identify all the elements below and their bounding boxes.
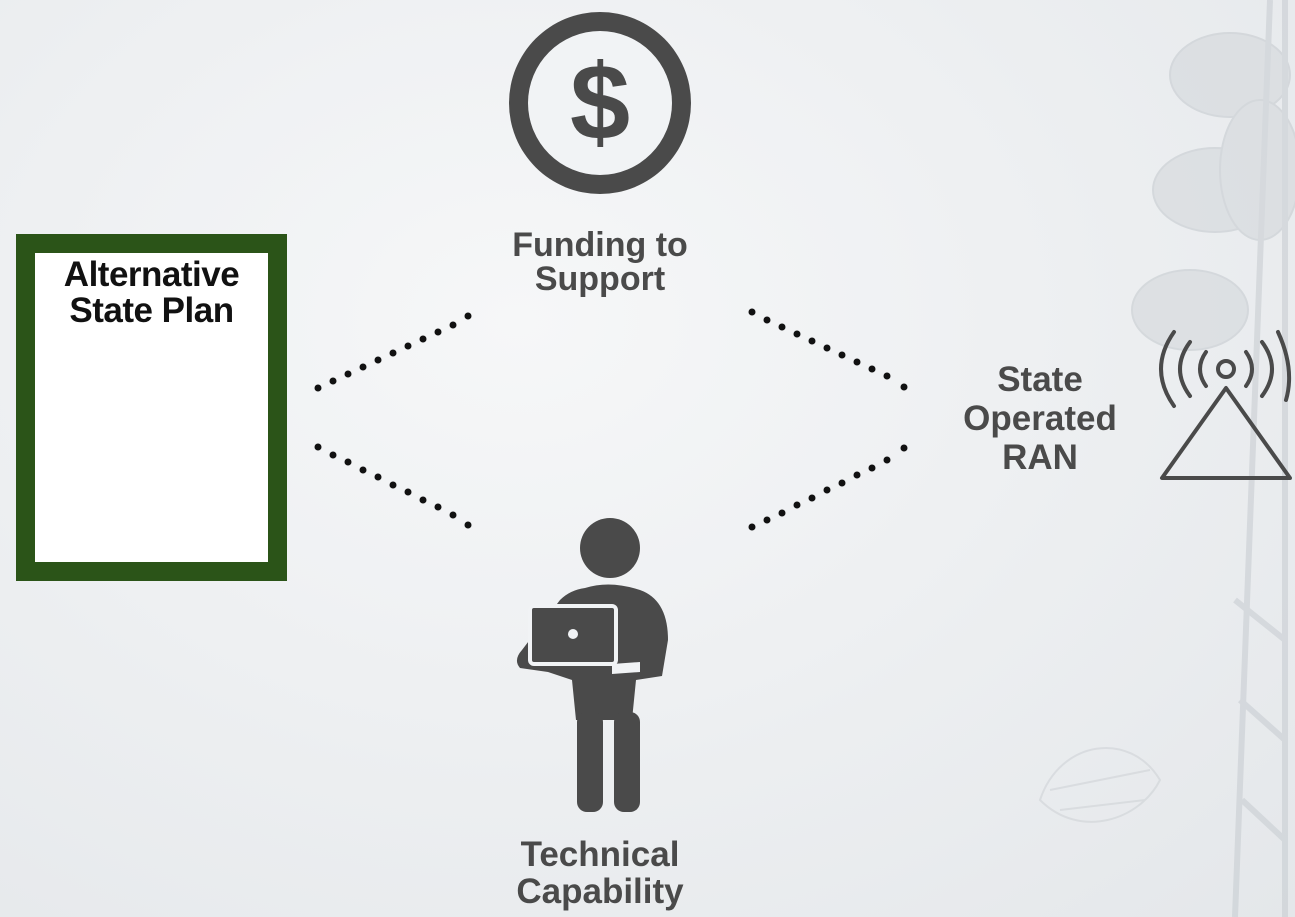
technical-label-line1: Technical [520, 835, 680, 874]
svg-text:$: $ [570, 41, 630, 162]
cell-tower-background-image [1038, 0, 1295, 917]
connector-funding-to-ran [748, 308, 908, 391]
funding-label-line1: Funding to [512, 226, 688, 264]
connector-plan-to-technical [314, 443, 472, 529]
plan-title-line2: State Plan [69, 291, 234, 330]
ran-label-line2: Operated [963, 399, 1117, 438]
funding-label-line2: Support [534, 260, 666, 298]
person-with-laptop-icon [516, 518, 668, 812]
funding-to-support-label: Funding to Support [480, 228, 720, 296]
dollar-circle-icon: $ [509, 12, 691, 194]
plan-title-line1: Alternative [63, 255, 240, 294]
ran-label-line1: State [997, 360, 1083, 399]
connector-technical-to-ran [748, 444, 908, 531]
technical-label-line2: Capability [516, 872, 684, 911]
radio-tower-signal-icon [1159, 330, 1292, 480]
connector-plan-to-funding [314, 312, 472, 392]
technical-capability-label: Technical Capability [470, 836, 730, 910]
alternative-state-plan-box: Alternative State Plan [16, 234, 287, 581]
state-operated-ran-label: State Operated RAN [930, 360, 1150, 477]
ran-label-line3: RAN [1002, 438, 1078, 477]
plan-title: Alternative State Plan [35, 257, 268, 329]
